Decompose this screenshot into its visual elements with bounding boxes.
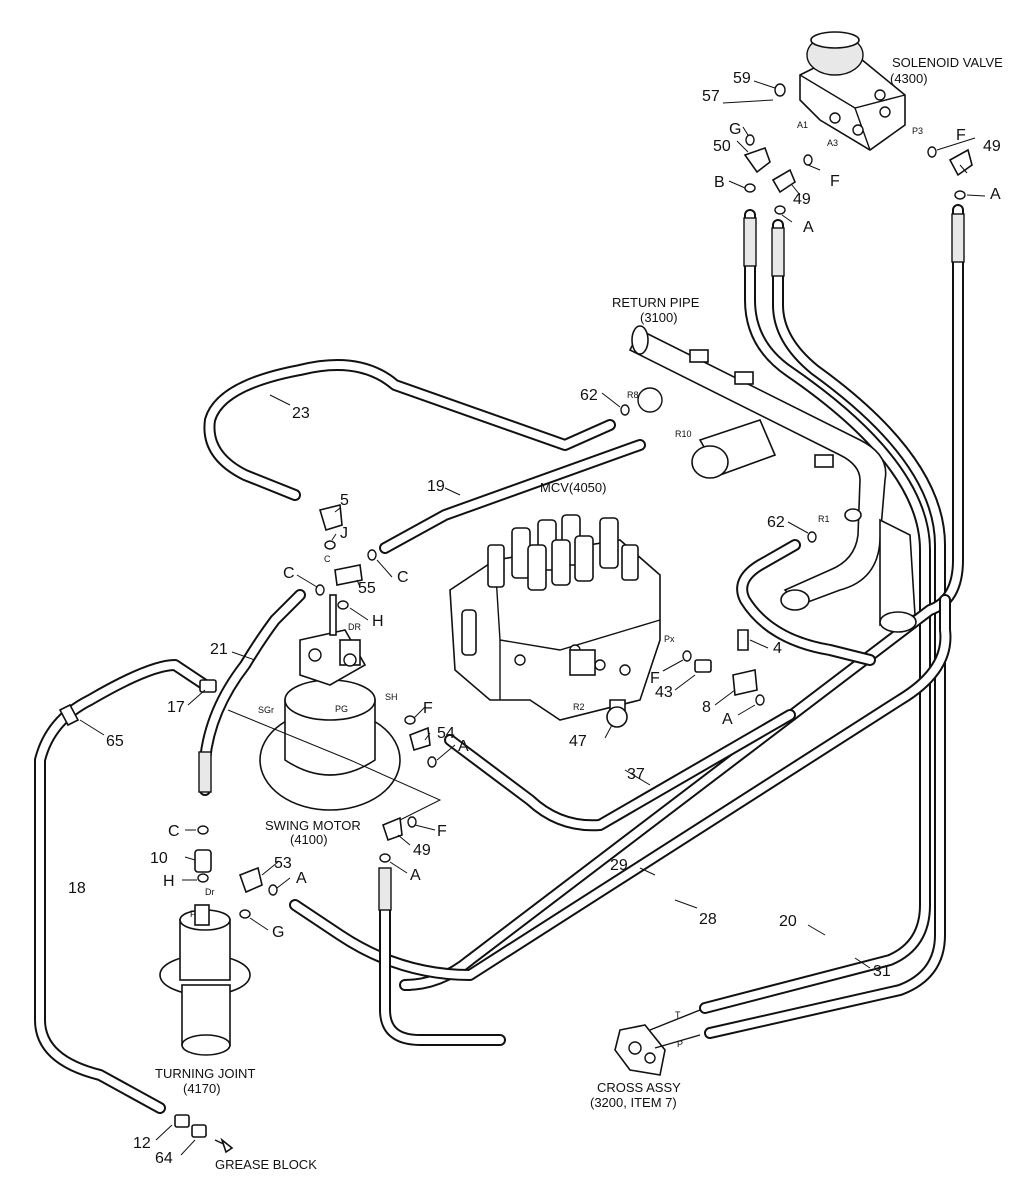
port-r8: R8 bbox=[627, 390, 639, 400]
callout-labels: 59 57 G 50 B 49 F F 49 A A 62 23 19 5 J … bbox=[68, 70, 1001, 1167]
callout-20: 20 bbox=[779, 913, 797, 930]
callout-a-top2: A bbox=[990, 186, 1001, 203]
cross-assy-ref: (3200, ITEM 7) bbox=[590, 1095, 677, 1110]
port-labels: A1 A3 P3 R8 R10 R1 C DR Px R2 SH SGr PG … bbox=[190, 120, 923, 1049]
mcv-block bbox=[449, 514, 661, 728]
return-pipe-ref: (3100) bbox=[640, 310, 678, 325]
cross-assy bbox=[614, 1009, 701, 1076]
hose-lines bbox=[34, 204, 964, 1114]
callout-f-43: F bbox=[650, 670, 660, 687]
callout-g-low: G bbox=[272, 924, 284, 941]
turning-joint-ref: (4170) bbox=[183, 1081, 221, 1096]
callout-a-mid1: A bbox=[722, 711, 733, 728]
callout-f-top2: F bbox=[830, 173, 840, 190]
callout-a-low1: A bbox=[296, 870, 307, 887]
callout-49-b: 49 bbox=[983, 138, 1001, 155]
callout-49-a: 49 bbox=[793, 191, 811, 208]
port-px: Px bbox=[664, 634, 675, 644]
fittings bbox=[58, 146, 973, 1154]
port-pg: PG bbox=[335, 704, 348, 714]
callout-28: 28 bbox=[699, 911, 717, 928]
callout-47: 47 bbox=[569, 733, 587, 750]
swing-motor-title: SWING MOTOR bbox=[265, 818, 361, 833]
mcv-title: MCV(4050) bbox=[540, 480, 606, 495]
solenoid-valve-title: SOLENOID VALVE bbox=[892, 55, 1003, 70]
callout-18: 18 bbox=[68, 880, 86, 897]
callout-5: 5 bbox=[340, 492, 349, 509]
port-a1: A1 bbox=[797, 120, 808, 130]
callout-f-mid: F bbox=[423, 700, 433, 717]
o-rings bbox=[197, 83, 966, 919]
port-r2: R2 bbox=[573, 702, 585, 712]
solenoid-valve bbox=[799, 31, 906, 151]
port-p3: P3 bbox=[912, 126, 923, 136]
return-pipe-title: RETURN PIPE bbox=[612, 295, 700, 310]
port-r1: R1 bbox=[818, 514, 830, 524]
callout-4: 4 bbox=[773, 640, 782, 657]
callout-64: 64 bbox=[155, 1150, 173, 1167]
callout-29: 29 bbox=[610, 857, 628, 874]
leader-lines bbox=[79, 80, 986, 1156]
turning-joint bbox=[159, 904, 251, 1056]
swing-motor bbox=[259, 594, 401, 811]
callout-a-low2: A bbox=[410, 867, 421, 884]
callout-53: 53 bbox=[274, 855, 292, 872]
return-pipe bbox=[628, 325, 917, 633]
callout-57: 57 bbox=[702, 88, 720, 105]
callout-12: 12 bbox=[133, 1135, 151, 1152]
callout-31: 31 bbox=[873, 963, 891, 980]
port-r10: R10 bbox=[675, 429, 692, 439]
callout-17: 17 bbox=[167, 699, 185, 716]
swing-motor-ref: (4100) bbox=[290, 832, 328, 847]
port-t: T bbox=[675, 1010, 681, 1020]
callout-59: 59 bbox=[733, 70, 751, 87]
callout-c-2: C bbox=[397, 569, 409, 586]
grease-block-title: GREASE BLOCK bbox=[215, 1157, 317, 1172]
callout-37: 37 bbox=[627, 766, 645, 783]
port-dr: DR bbox=[348, 622, 361, 632]
callout-21: 21 bbox=[210, 641, 228, 658]
port-a3: A3 bbox=[827, 138, 838, 148]
callout-62-a: 62 bbox=[580, 387, 598, 404]
port-sgr: SGr bbox=[258, 705, 274, 715]
callout-f-top1: F bbox=[956, 127, 966, 144]
solenoid-valve-ref: (4300) bbox=[890, 71, 928, 86]
port-dr2: Dr bbox=[205, 887, 215, 897]
callout-54: 54 bbox=[437, 725, 455, 742]
callout-c-1: C bbox=[283, 565, 295, 582]
callout-b-top: B bbox=[714, 174, 725, 191]
cross-assy-title: CROSS ASSY bbox=[597, 1080, 681, 1095]
callout-50: 50 bbox=[713, 138, 731, 155]
port-p2: P bbox=[677, 1039, 683, 1049]
callout-g-top: G bbox=[729, 121, 741, 138]
mcv-spools bbox=[487, 514, 639, 591]
turning-joint-title: TURNING JOINT bbox=[155, 1066, 255, 1081]
callout-c-3: C bbox=[168, 823, 180, 840]
callout-65: 65 bbox=[106, 733, 124, 750]
callout-8: 8 bbox=[702, 699, 711, 716]
callout-19: 19 bbox=[427, 478, 445, 495]
port-c: C bbox=[324, 554, 331, 564]
callout-62-b: 62 bbox=[767, 514, 785, 531]
callout-55: 55 bbox=[358, 580, 376, 597]
callout-a-top1: A bbox=[803, 219, 814, 236]
callout-f-low: F bbox=[437, 823, 447, 840]
callout-h-2: H bbox=[163, 873, 175, 890]
callout-43: 43 bbox=[655, 684, 673, 701]
port-sh: SH bbox=[385, 692, 398, 702]
hose-ferrules bbox=[198, 213, 965, 911]
callout-a-mid2: A bbox=[458, 738, 469, 755]
callout-23: 23 bbox=[292, 405, 310, 422]
callout-h-1: H bbox=[372, 613, 384, 630]
callout-10: 10 bbox=[150, 850, 168, 867]
callout-j: J bbox=[340, 525, 348, 542]
port-p: P bbox=[190, 909, 196, 919]
callout-49-c: 49 bbox=[413, 842, 431, 859]
